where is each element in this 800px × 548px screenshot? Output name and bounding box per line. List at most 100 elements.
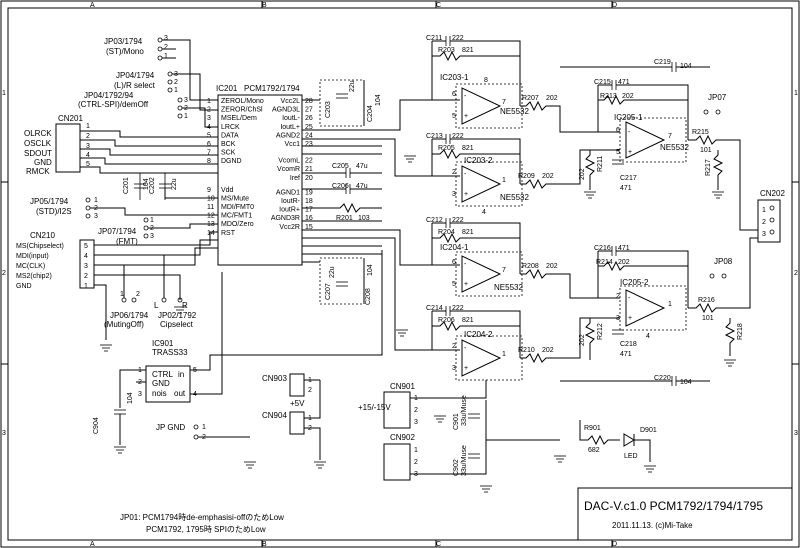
opamp-ic2051: IC205-1 NE5532 6 5 7 - + [614,113,689,163]
ground-symbol [314,461,326,469]
led-label: LED [624,453,638,460]
c904-value: 104 [127,392,134,404]
c202-value: 22u [171,178,178,190]
jp05-pin1: 1 [94,197,98,204]
c211-value: 222 [452,35,464,42]
r210-value: 202 [542,347,554,354]
ic2052-pin4: 4 [646,333,650,340]
ic201-right-pin-name: VcomR [277,166,300,173]
cn201-label-5: RMCK [26,167,50,176]
r206-value: 821 [462,317,474,324]
jp03-pin3: 3 [164,35,168,42]
ic2051-pin7: 7 [668,133,672,140]
ic201-right-pin-name: IoutL+ [280,124,300,131]
note-line-1: JP01: PCM1794時de-emphasisi-offのためLow [120,513,284,522]
title-block: DAC-V.c1.0 PCM1792/1794/1795 2011.11.13.… [577,487,793,541]
ic201-left-pin-name: DGND [221,158,242,165]
cn903-ref: CN903 [262,374,287,383]
cn201: CN201 OLRCK OSCLK SDOUT GND RMCK 1 2 3 4… [24,114,218,176]
ic201-right-pin-number: 26 [305,115,313,122]
c211-ref: C211 [426,35,442,42]
ic201-left-pin-name: RST [221,230,236,237]
r215-value: 101 [700,147,712,154]
ic2041-ref: IC204-1 [440,243,469,252]
ic901-in: in [178,370,184,379]
jp06-pin2: 2 [136,291,140,298]
ic201-right-pin-number: 21 [305,166,313,173]
power-caps: C901 33u/Muse C902 33u/Muse [410,380,560,476]
r208-value: 202 [546,263,558,270]
c204-value: 104 [375,94,382,106]
cn201-label-4: GND [34,158,52,167]
ic201-left-pin-name: MC/FMT1 [221,213,252,220]
jp06-sub: (MutingOff) [104,320,144,329]
cn210-ref: CN210 [30,231,55,240]
ic201-left-pin-number: 9 [207,187,211,194]
r205-ref: R205 [438,145,455,152]
ic2032-pin1: 1 [502,177,506,184]
ic201-right-pin-name: Iref [290,175,300,182]
c213-ref: C213 [426,133,443,140]
jp02-r: R [182,301,188,310]
ic2041-minus: - [464,261,467,268]
ground-symbol [114,446,126,454]
d901-ref: D901 [640,427,657,434]
cn210-label-1: MS(Chipselect) [16,243,64,250]
ic201-left-pin-number: 3 [207,115,211,122]
r203-ref: R203 [438,47,455,54]
cn202-pin3: 3 [762,231,766,238]
r207-value: 202 [546,95,558,102]
col-label-b-bottom: B [262,541,267,548]
ground-symbol [724,359,736,367]
title-text: DAC-V.c1.0 PCM1792/1794/1795 [584,499,763,513]
cn903-pin2: 2 [308,387,312,394]
c205-c206-r201: C205 47u C206 47u R201 103 [302,163,382,222]
ic201-left-pin-number: 11 [207,204,214,211]
jp04-pin1: 1 [174,87,178,94]
cn902-pin1: 1 [414,447,418,454]
ic201-right-pin-number: 25 [305,124,313,131]
ic2052-pin2: 2 [616,293,620,300]
col-label-a: A [90,2,95,9]
ic2032-part: NE5532 [500,193,529,202]
jp04-ref: JP04/1794 [116,71,155,80]
series-resistors: R207 202 R209 202 R208 202 R210 202 [518,95,620,364]
ic2031-ref: IC203-1 [440,73,469,82]
c203-ref: C203 [325,101,332,118]
c212-ref: C212 [426,217,443,224]
ic201-right-pin-number: 22 [305,158,313,165]
ic2032-minus: - [464,171,467,178]
ic201-left-pin-number: 12 [207,213,215,220]
ic201-left-pin-number: 14 [207,230,215,237]
jpgnd-pin1: 1 [202,424,206,431]
cn210-pin-1: 1 [84,283,88,290]
ic2031-pin7: 7 [502,99,506,106]
cn904: CN904 1 2 [262,380,321,460]
ic201-right-pin-name: IoutR+ [279,207,300,214]
r207-ref: R207 [522,95,539,102]
ic2051-plus: + [628,149,632,156]
led-circuit: R901 682 D901 LED [579,420,657,462]
col-label-d: D [612,2,617,9]
ic201-left-pin-number: 13 [207,221,215,228]
jp05-sub: (STD)/I2S [36,207,72,216]
ground-symbols [100,155,736,493]
r201-ref: R201 [336,215,353,222]
c208-value: 104 [367,264,374,276]
ground-symbol [244,461,256,469]
ic201-right-pin-number: 17 [305,207,313,214]
jp05-pin3: 3 [94,213,98,220]
c214-ref: C214 [426,305,443,312]
r204-ref: R204 [438,229,455,236]
ic201-left-pin-name: ZEROR/ChSl [221,107,263,114]
ic201-left-pin-name: ZEROL/Mono [221,98,264,105]
note-line-2: PCM1792, 1795時 SPIのためLow [146,525,266,534]
jp03-ref: JP03/1794 [104,37,143,46]
ground-symbol [712,191,724,199]
c219-ref: C219 [654,59,671,66]
c206-value: 47u [356,183,368,190]
opamp-ic2041: IC204-1 NE5532 6 5 7 - + [440,243,523,297]
